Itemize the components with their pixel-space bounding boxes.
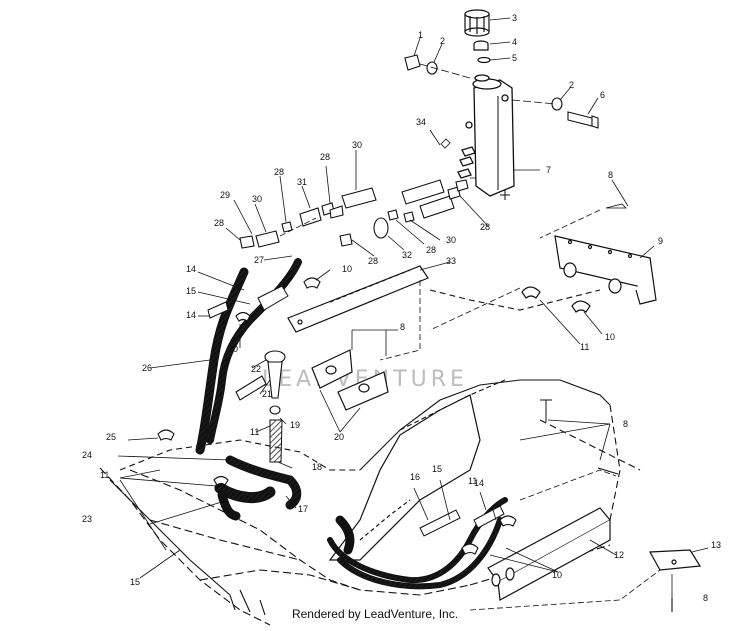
callout-30-top: 30 xyxy=(352,140,362,150)
callout-11-low: 11 xyxy=(468,476,477,486)
callout-10-right: 10 xyxy=(605,332,615,342)
callout-18: 18 xyxy=(312,462,322,472)
callout-7: 7 xyxy=(546,165,551,175)
callout-14-bottom: 14 xyxy=(474,478,484,488)
callout-2: 2 xyxy=(440,36,445,46)
callout-32: 32 xyxy=(402,250,412,260)
callout-8-bottom: 8 xyxy=(703,593,708,603)
callout-15-bottom: 15 xyxy=(432,464,442,474)
callout-28-lower: 28 xyxy=(368,256,378,266)
leader-lines-bottom xyxy=(117,235,709,612)
callout-1: 1 xyxy=(418,30,423,40)
callout-10-left: 10 xyxy=(228,344,238,354)
callout-16: 16 xyxy=(410,472,420,482)
leader-lines-middle xyxy=(319,261,451,433)
callout-24: 24 xyxy=(82,450,92,460)
callout-9: 9 xyxy=(658,236,663,246)
callout-23: 23 xyxy=(82,514,92,524)
callout-8-mid: 8 xyxy=(400,322,405,332)
callout-19: 19 xyxy=(290,420,300,430)
callout-12: 12 xyxy=(614,550,624,560)
callout-6: 6 xyxy=(600,90,605,100)
vent-fitting xyxy=(235,350,286,415)
callout-11-left: 11 xyxy=(100,470,109,480)
callout-29: 29 xyxy=(220,190,230,200)
callout-25: 25 xyxy=(106,432,116,442)
inline-fittings xyxy=(239,179,469,249)
callout-15-left: 15 xyxy=(130,577,140,587)
callout-14-upper: 14 xyxy=(186,264,196,274)
callout-15-upper: 15 xyxy=(186,286,196,296)
callout-21: 21 xyxy=(262,389,272,399)
callout-33: 33 xyxy=(446,256,456,266)
callout-27: 27 xyxy=(254,255,264,265)
callout-8-right: 8 xyxy=(623,419,628,429)
callout-8-top: 8 xyxy=(608,170,613,180)
callout-28-left: 28 xyxy=(214,218,224,228)
callout-20: 20 xyxy=(334,432,344,442)
callout-13: 13 xyxy=(711,540,721,550)
callout-30-right: 30 xyxy=(446,235,456,245)
callout-3: 3 xyxy=(512,13,517,23)
shroud-panel xyxy=(328,394,481,561)
callout-14-lower: 14 xyxy=(186,310,196,320)
hose-vertical xyxy=(269,419,283,463)
cap-3 xyxy=(464,9,491,64)
callout-28-mid: 28 xyxy=(274,167,284,177)
bracket-12 xyxy=(487,507,702,601)
callout-10-bottom: 10 xyxy=(552,570,562,580)
fitting-1-2 xyxy=(404,54,599,129)
callout-34: 34 xyxy=(416,117,426,127)
callout-4: 4 xyxy=(512,37,517,47)
callout-labels: 1 2 3 4 5 2 6 7 8 9 34 30 28 31 29 30 28… xyxy=(82,13,721,603)
callout-30-left: 30 xyxy=(252,194,262,204)
callout-22: 22 xyxy=(251,364,261,374)
callout-5: 5 xyxy=(512,53,517,63)
leader-lines-right xyxy=(429,179,655,345)
frame-outline xyxy=(99,289,641,626)
callout-26: 26 xyxy=(142,363,152,373)
hose-clamps xyxy=(157,277,517,555)
bracket-9 xyxy=(521,235,657,313)
callout-28-top: 28 xyxy=(320,152,330,162)
callout-28-center: 28 xyxy=(426,245,436,255)
callout-11-right: 11 xyxy=(580,342,589,352)
callout-11-mid: 11 xyxy=(250,427,259,437)
hose-springs xyxy=(207,285,505,537)
reservoir-assembly xyxy=(457,74,515,200)
callout-10-upper: 10 xyxy=(342,264,352,274)
callout-17: 17 xyxy=(298,504,308,514)
footer-credit: Rendered by LeadVenture, Inc. xyxy=(291,607,459,621)
lower-panel-33 xyxy=(287,265,429,411)
leader-lines-fittings xyxy=(225,129,489,245)
callout-2b: 2 xyxy=(569,80,574,90)
callout-28-right: 28 xyxy=(480,222,490,232)
callout-31: 31 xyxy=(297,177,307,187)
leader-lines-top xyxy=(413,17,599,171)
